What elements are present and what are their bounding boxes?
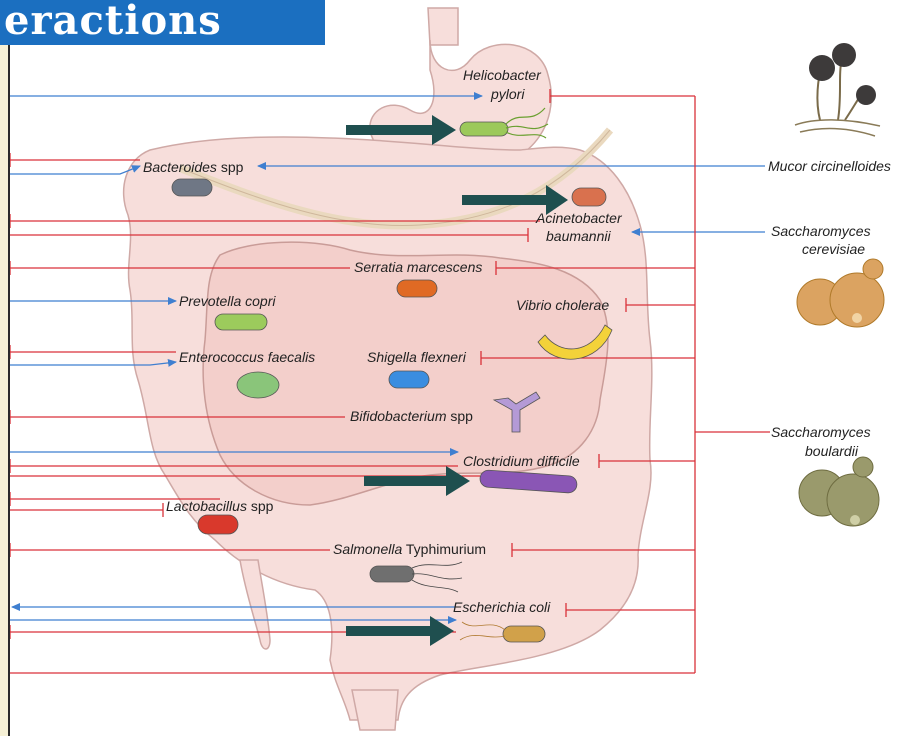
rectum — [352, 690, 398, 730]
label-enterococcus: Enterococcus faecalis — [179, 349, 315, 365]
label-salmonella: Salmonella Typhimurium — [333, 541, 486, 557]
label-acinetobacter-2: baumannii — [546, 228, 611, 244]
label-cerevisiae-1: Saccharomyces — [771, 223, 871, 239]
label-lactobacillus: Lactobacillus spp — [166, 498, 274, 514]
label-prevotella: Prevotella copri — [179, 293, 276, 309]
gut-anatomy — [124, 8, 652, 730]
inhibit-left-bacteroides — [10, 153, 140, 167]
title-banner: eractions — [0, 0, 325, 45]
serratia-cell — [397, 280, 437, 297]
label-vibrio: Vibrio cholerae — [516, 297, 609, 313]
acinetobacter-cell — [572, 188, 606, 206]
label-helicobacter-2: pylori — [490, 86, 525, 102]
label-acinetobacter-1: Acinetobacter — [535, 210, 623, 226]
label-cerevisiae-2: cerevisiae — [802, 241, 865, 257]
label-boulardii-1: Saccharomyces — [771, 424, 871, 440]
arrow-to-bacteroides — [10, 166, 140, 174]
inhibit-lactobacillus — [10, 503, 163, 517]
label-boulardii-2: boulardii — [805, 443, 859, 459]
label-bacteroides: Bacteroides spp — [143, 159, 244, 175]
inhibit-helicobacter — [550, 89, 695, 103]
esophagus — [428, 8, 458, 45]
label-serratia: Serratia marcescens — [354, 259, 482, 275]
label-shigella: Shigella flexneri — [367, 349, 467, 365]
lactobacillus-cell — [198, 515, 238, 534]
cerevisiae-illustration — [797, 259, 884, 327]
prevotella-cell — [215, 314, 267, 330]
label-helicobacter-1: Helicobacter — [463, 67, 542, 83]
label-clostridium: Clostridium difficile — [463, 453, 580, 469]
mucor-illustration — [795, 43, 880, 136]
label-bifidobacterium: Bifidobacterium spp — [350, 408, 473, 424]
left-side-panel — [0, 44, 10, 736]
label-escherichia: Escherichia coli — [453, 599, 551, 615]
enterococcus-cell — [237, 372, 279, 398]
boulardii-illustration — [799, 457, 879, 526]
shigella-cell — [389, 371, 429, 388]
label-mucor: Mucor circinelloides — [768, 158, 891, 174]
bacteroides-cell — [172, 179, 212, 196]
